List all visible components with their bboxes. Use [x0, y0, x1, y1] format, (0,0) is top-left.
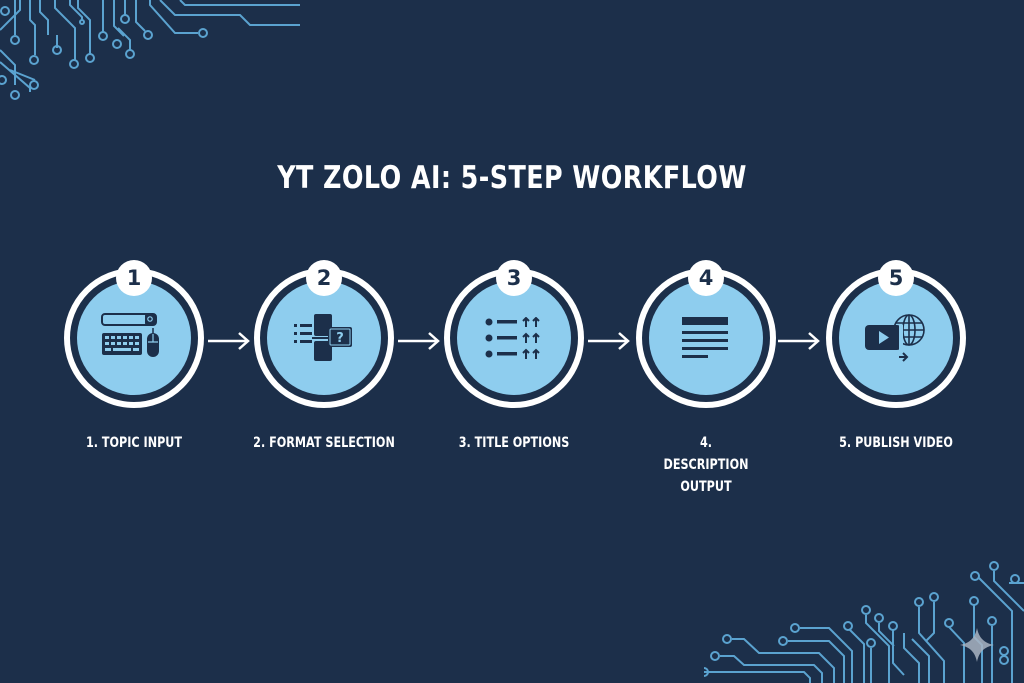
svg-text:?: ? [336, 331, 344, 346]
step-5-publish-video: 5 [826, 260, 966, 408]
circuit-decoration-bottom-right [704, 561, 1024, 683]
step-label: 4. DESCRIPTION OUTPUT [663, 435, 749, 495]
arrow-right-icon [778, 332, 820, 350]
list-ranking-icon [485, 317, 540, 359]
step-icon-circle [77, 281, 191, 395]
step-number-badge: 3 [496, 260, 532, 296]
search-keyboard-mouse-icon [101, 313, 159, 357]
circuit-decoration-top-left [0, 0, 300, 100]
step-icon-circle [649, 281, 763, 395]
step-icon-circle: ? [267, 281, 381, 395]
step-icon-circle [457, 281, 571, 395]
step-number-badge: 5 [878, 260, 914, 296]
step-number-badge: 4 [688, 260, 724, 296]
arrow-right-icon [208, 332, 250, 350]
step-label: 3. TITLE OPTIONS [458, 435, 570, 451]
step-2-format-selection: ? 2 [254, 260, 394, 408]
arrow-right-icon [398, 332, 440, 350]
step-1-topic-input: 1 [64, 260, 204, 408]
step-label: 2. FORMAT SELECTION [253, 435, 395, 451]
step-number-badge: 2 [306, 260, 342, 296]
step-4-description-output: 4 [636, 260, 776, 408]
step-number-badge: 1 [116, 260, 152, 296]
step-icon-circle [839, 281, 953, 395]
sparkle-watermark-icon [960, 628, 994, 662]
arrow-right-icon [588, 332, 630, 350]
diagram-title: YT ZOLO AI: 5-STEP WORKFLOW [277, 160, 747, 196]
step-3-title-options: 3 [444, 260, 584, 408]
document-text-icon [682, 317, 728, 358]
format-select-icon: ? [294, 314, 352, 361]
step-label: 1. TOPIC INPUT [85, 435, 183, 451]
step-label: 5. PUBLISH VIDEO [839, 435, 953, 451]
video-globe-icon [865, 314, 925, 362]
